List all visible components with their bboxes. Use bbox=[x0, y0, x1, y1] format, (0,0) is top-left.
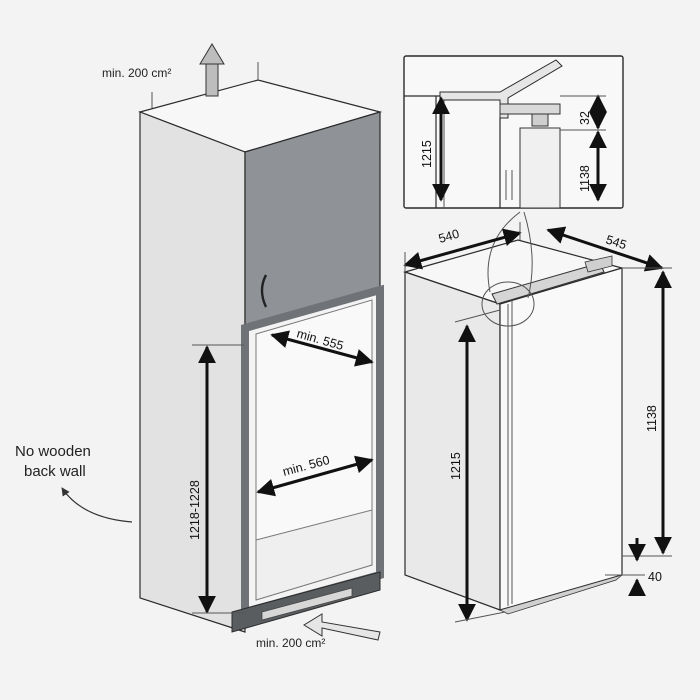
bottom-gap-label: 40 bbox=[648, 570, 662, 584]
appliance-width-label: 540 bbox=[437, 227, 461, 246]
appliance-height-left-label: 1215 bbox=[449, 452, 463, 480]
niche-height-label: 1218-1228 bbox=[188, 480, 202, 540]
no-back-wall-arrow-icon bbox=[61, 487, 133, 523]
appliance-height-right-label: 1138 bbox=[645, 405, 659, 432]
niche-width-dimension bbox=[256, 455, 374, 497]
appliance-depth-dimension bbox=[546, 226, 664, 272]
kitchen-cabinet bbox=[138, 62, 384, 633]
appliance-height-left-dimension bbox=[454, 309, 506, 623]
appliance-width-dimension bbox=[403, 222, 522, 272]
appliance-depth-label: 545 bbox=[604, 233, 628, 253]
plinth-vent-grille bbox=[261, 587, 353, 621]
refrigerator-appliance bbox=[402, 239, 625, 615]
vent-top-arrow-icon bbox=[199, 43, 225, 97]
vent-bottom-label: min. 200 cm² bbox=[256, 636, 325, 650]
niche-depth-dimension bbox=[270, 330, 374, 367]
no-back-wall-label-2: back wall bbox=[24, 463, 86, 480]
detail-height-total-label: 1215 bbox=[420, 140, 434, 168]
detail-height-body-label: 1138 bbox=[578, 165, 592, 192]
bottom-gap-dimension bbox=[605, 538, 646, 597]
vent-top-label: min. 200 cm² bbox=[102, 66, 171, 80]
detail-zoom-circle bbox=[481, 281, 535, 327]
detail-inset bbox=[403, 55, 624, 209]
vent-bottom-arrow-icon bbox=[303, 613, 381, 641]
cabinet-side-panel bbox=[139, 111, 246, 633]
no-back-wall-label-1: No wooden bbox=[15, 443, 91, 460]
door-handle bbox=[260, 274, 268, 308]
niche-height-dimension bbox=[192, 344, 244, 614]
detail-top-gap-label: 32 bbox=[578, 111, 592, 125]
